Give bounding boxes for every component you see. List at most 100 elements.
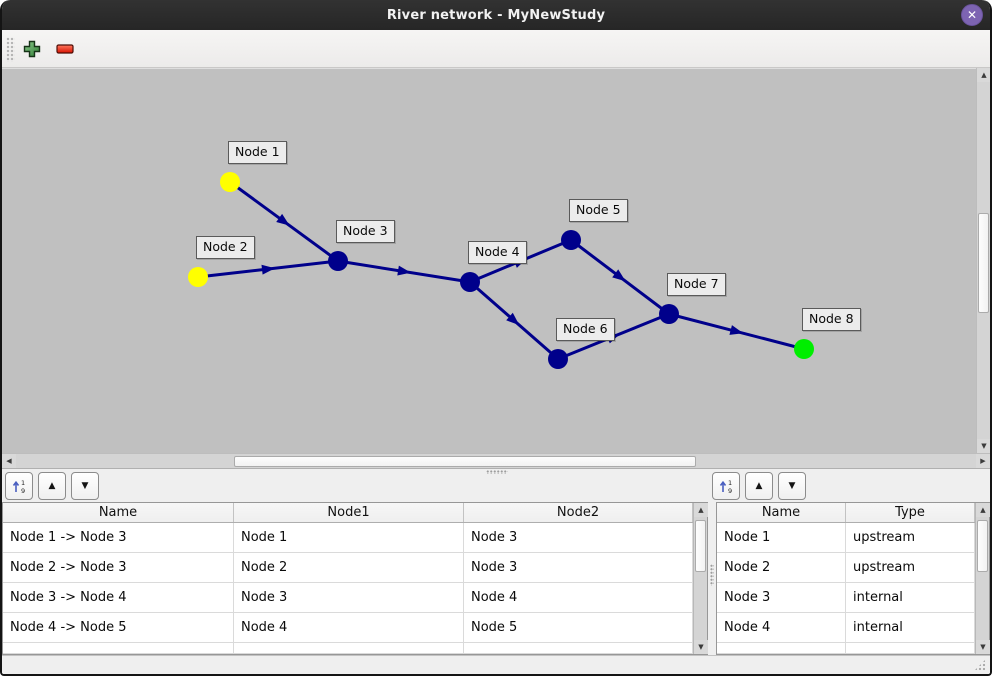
reach-cell[interactable]: Node 3 <box>234 583 464 613</box>
node-label-node-8[interactable]: Node 8 <box>802 308 861 331</box>
reach-cell[interactable] <box>464 643 693 654</box>
node-label-node-4[interactable]: Node 4 <box>468 241 527 264</box>
reaches-move-down-button[interactable]: ▼ <box>71 472 99 500</box>
nodes-move-down-button[interactable]: ▼ <box>778 472 806 500</box>
node-cell[interactable]: Node 1 <box>717 523 846 553</box>
remove-button[interactable] <box>52 36 78 62</box>
reach-cell[interactable]: Node 3 <box>464 523 693 553</box>
node-label-node-1[interactable]: Node 1 <box>228 141 287 164</box>
node-label-node-7[interactable]: Node 7 <box>667 273 726 296</box>
node-cell[interactable]: internal <box>846 613 975 643</box>
minus-icon <box>56 44 74 54</box>
titlebar[interactable]: River network - MyNewStudy ✕ <box>2 0 990 30</box>
scroll-down-arrow[interactable]: ▼ <box>977 439 990 453</box>
node-cell[interactable] <box>846 643 975 654</box>
scroll-up-arrow[interactable]: ▲ <box>694 503 708 517</box>
canvas-horizontal-scrollbar[interactable]: ◀ ▶ <box>2 453 990 468</box>
window-title: River network - MyNewStudy <box>386 7 606 23</box>
node-cell[interactable]: internal <box>846 583 975 613</box>
scroll-up-arrow[interactable]: ▲ <box>976 503 990 517</box>
scroll-up-arrow[interactable]: ▲ <box>977 68 990 82</box>
scroll-right-arrow[interactable]: ▶ <box>976 454 990 468</box>
node-node-4[interactable] <box>460 272 480 292</box>
canvas-hscroll-thumb[interactable] <box>234 456 696 467</box>
reach-cell[interactable]: Node 3 -> Node 4 <box>3 583 234 613</box>
nodes-table-scrollbar[interactable]: ▲ ▼ <box>975 503 990 654</box>
node-cell[interactable]: upstream <box>846 523 975 553</box>
scroll-left-arrow[interactable]: ◀ <box>2 454 16 468</box>
reach-cell[interactable] <box>3 643 234 654</box>
table-splitter[interactable] <box>708 502 716 655</box>
canvas-vscroll-thumb[interactable] <box>978 213 989 313</box>
nodes-move-up-button[interactable]: ▲ <box>745 472 773 500</box>
node-node-6[interactable] <box>548 349 568 369</box>
node-cell[interactable] <box>717 643 846 654</box>
node-node-2[interactable] <box>188 267 208 287</box>
column-header-node2[interactable]: Node2 <box>464 503 693 522</box>
reaches-scroll-thumb[interactable] <box>695 520 706 572</box>
status-bar <box>2 655 990 674</box>
node-label-node-2[interactable]: Node 2 <box>196 236 255 259</box>
vertical-splitter-handle[interactable] <box>710 564 714 586</box>
reach-cell[interactable]: Node 2 <box>234 553 464 583</box>
column-header-node1[interactable]: Node1 <box>234 503 464 522</box>
node-node-5[interactable] <box>561 230 581 250</box>
reach-cell[interactable]: Node 1 <box>234 523 464 553</box>
scroll-down-arrow[interactable]: ▼ <box>976 640 990 654</box>
nodes-scroll-thumb[interactable] <box>977 520 988 572</box>
node-node-1[interactable] <box>220 172 240 192</box>
reaches-move-up-button[interactable]: ▲ <box>38 472 66 500</box>
node-cell[interactable]: Node 3 <box>717 583 846 613</box>
node-label-node-5[interactable]: Node 5 <box>569 199 628 222</box>
reaches-sort-button[interactable]: 1 9 <box>5 472 33 500</box>
nodes-sort-button[interactable]: 1 9 <box>712 472 740 500</box>
add-button[interactable] <box>19 36 45 62</box>
node-label-node-3[interactable]: Node 3 <box>336 220 395 243</box>
edge-arrow-icon <box>397 265 411 276</box>
node-row[interactable] <box>717 643 975 654</box>
node-node-8[interactable] <box>794 339 814 359</box>
close-button[interactable]: ✕ <box>961 4 983 26</box>
node-cell[interactable]: upstream <box>846 553 975 583</box>
reach-cell[interactable]: Node 5 <box>464 613 693 643</box>
node-cell[interactable]: Node 4 <box>717 613 846 643</box>
reaches-table-scrollbar[interactable]: ▲ ▼ <box>693 503 708 654</box>
reach-cell[interactable] <box>234 643 464 654</box>
node-cell[interactable]: Node 2 <box>717 553 846 583</box>
node-node-3[interactable] <box>328 251 348 271</box>
river-network-canvas[interactable]: Node 1 Node 2 Node 3 Node 4 Node 5 Node 6 Node… <box>2 68 976 453</box>
scroll-down-arrow[interactable]: ▼ <box>694 640 708 654</box>
reach-cell[interactable]: Node 4 <box>234 613 464 643</box>
nodes-table-header: Name Type <box>717 503 975 523</box>
reach-cell[interactable]: Node 3 <box>464 553 693 583</box>
horizontal-splitter-handle[interactable] <box>486 470 508 474</box>
reach-cell[interactable]: Node 4 -> Node 5 <box>3 613 234 643</box>
pane-splitter-bar: 1 9 ▲ ▼ 1 9 ▲ ▼ <box>2 468 990 502</box>
reach-row[interactable] <box>3 643 693 654</box>
reach-cell[interactable]: Node 2 -> Node 3 <box>3 553 234 583</box>
reach-cell[interactable]: Node 4 <box>464 583 693 613</box>
column-header-name[interactable]: Name <box>717 503 846 522</box>
toolbar-drag-handle[interactable] <box>6 37 15 62</box>
reach-cell[interactable]: Node 1 -> Node 3 <box>3 523 234 553</box>
node-node-7[interactable] <box>659 304 679 324</box>
column-header-type[interactable]: Type <box>846 503 975 522</box>
canvas-vertical-scrollbar[interactable]: ▲ ▼ <box>976 68 990 453</box>
column-header-name[interactable]: Name <box>3 503 234 522</box>
svg-text:1: 1 <box>728 479 732 487</box>
resize-grip[interactable] <box>974 659 986 671</box>
node-label-node-6[interactable]: Node 6 <box>556 318 615 341</box>
edge-arrow-icon <box>276 213 290 226</box>
